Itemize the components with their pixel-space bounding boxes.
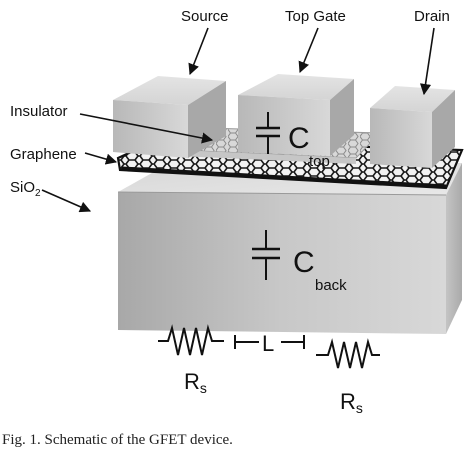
rs-left-subscript: s [200, 380, 207, 396]
c-back-symbol: C [293, 246, 315, 279]
rs-left-letter: R [184, 369, 200, 394]
c-top-subscript: top [309, 153, 330, 170]
insulator-label: Insulator [10, 103, 68, 120]
label-arrows [41, 27, 435, 213]
source-label: Source [181, 8, 229, 25]
source-electrode [113, 76, 226, 158]
inductor-symbol: L [262, 331, 274, 356]
inductor [234, 335, 305, 349]
sio2-label: SiO2 [10, 179, 41, 199]
top-gate-arrow [298, 27, 319, 74]
figure-caption: Fig. 1. Schematic of the GFET device. [2, 432, 233, 448]
graphene-arrow [84, 152, 118, 165]
graphene-label: Graphene [10, 146, 77, 163]
rs-left-symbol: Rs [184, 369, 207, 396]
drain-arrow [419, 27, 435, 96]
top-capacitor: C top [256, 112, 330, 170]
drain-electrode [370, 86, 455, 168]
rs-right-symbol: Rs [340, 389, 363, 416]
back-capacitor: C back [252, 230, 347, 294]
sio2-arrow [41, 189, 92, 213]
top-gate-label: Top Gate [285, 8, 346, 25]
rs-right-letter: R [340, 389, 356, 414]
rs-right-subscript: s [356, 400, 363, 416]
right-resistor [316, 338, 380, 369]
left-resistor [158, 324, 224, 356]
source-arrow [188, 27, 209, 76]
top-gate-electrode [238, 74, 354, 156]
c-back-subscript: back [315, 277, 347, 294]
drain-label: Drain [414, 8, 450, 25]
insulator-arrow [79, 113, 214, 144]
sio2-label-base: SiO [10, 179, 35, 196]
sio2-label-subscript: 2 [35, 188, 41, 199]
c-top-symbol: C [288, 122, 310, 155]
